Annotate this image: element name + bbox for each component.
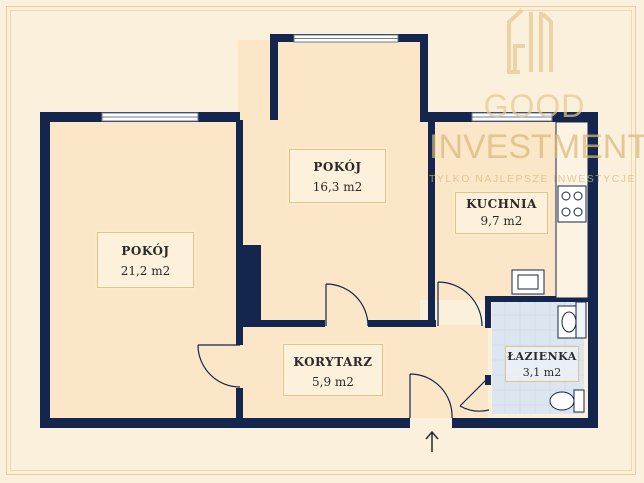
room-name: ŁAZIENKA — [507, 350, 577, 363]
wall-pokoj2-left — [270, 34, 278, 120]
wall-corridor-top-2 — [368, 320, 436, 327]
shower — [575, 301, 587, 339]
toilet-tank — [573, 389, 585, 413]
wall-bottom-right — [452, 418, 598, 428]
wall-corridor-top-1 — [243, 320, 325, 327]
stove — [557, 185, 587, 223]
wall-left — [40, 112, 50, 428]
wall-bath-left-2 — [485, 375, 491, 385]
room-name: KORYTARZ — [293, 355, 373, 369]
inner-frame — [10, 10, 632, 471]
room-label-kuchnia: KUCHNIA 9,7 m2 — [455, 192, 548, 234]
outer-frame — [6, 6, 636, 475]
room-name: POKÓJ — [121, 244, 170, 258]
room-label-lazienka: ŁAZIENKA 3,1 m2 — [505, 346, 579, 382]
door-pokoj-1 — [197, 344, 241, 388]
door-pokoj-2 — [325, 283, 369, 327]
wall-pokoj2-right — [420, 34, 428, 122]
room-name: KUCHNIA — [466, 197, 537, 211]
bathroom-fixtures — [549, 301, 587, 413]
wall-top-center-left — [232, 112, 240, 120]
room-label-korytarz: KORYTARZ 5,9 m2 — [283, 344, 383, 396]
room-label-pokoj-1: POKÓJ 21,2 m2 — [97, 232, 194, 288]
room-area: 21,2 m2 — [120, 264, 171, 278]
door-entrance-gap — [410, 418, 452, 428]
arrow-up-icon — [425, 430, 439, 452]
wall-bottom-left — [40, 418, 410, 428]
wall-bath-top — [485, 296, 588, 302]
room-area: 5,9 m2 — [312, 375, 354, 389]
wall-inner-vertical-1b — [236, 388, 243, 420]
door-entrance — [409, 373, 453, 419]
wall-right — [588, 112, 598, 428]
door-lazienka — [459, 376, 490, 412]
kitchen-sink — [511, 269, 545, 295]
toilet-bowl — [549, 391, 575, 411]
windows — [101, 34, 553, 428]
room-area: 16,3 m2 — [312, 180, 363, 194]
room-label-pokoj-2: POKÓJ 16,3 m2 — [289, 149, 386, 203]
room-area: 3,1 m2 — [522, 366, 562, 379]
wall-bath-left — [485, 296, 491, 328]
wall-inner-vertical-1 — [236, 120, 243, 345]
door-kuchnia — [437, 281, 483, 327]
wall-pillar — [243, 245, 261, 325]
room-name: POKÓJ — [313, 160, 362, 174]
room-area: 9,7 m2 — [480, 214, 523, 228]
wall-inner-vertical-2 — [428, 120, 435, 327]
kitchen-fixtures — [511, 121, 589, 299]
doors — [197, 281, 490, 419]
